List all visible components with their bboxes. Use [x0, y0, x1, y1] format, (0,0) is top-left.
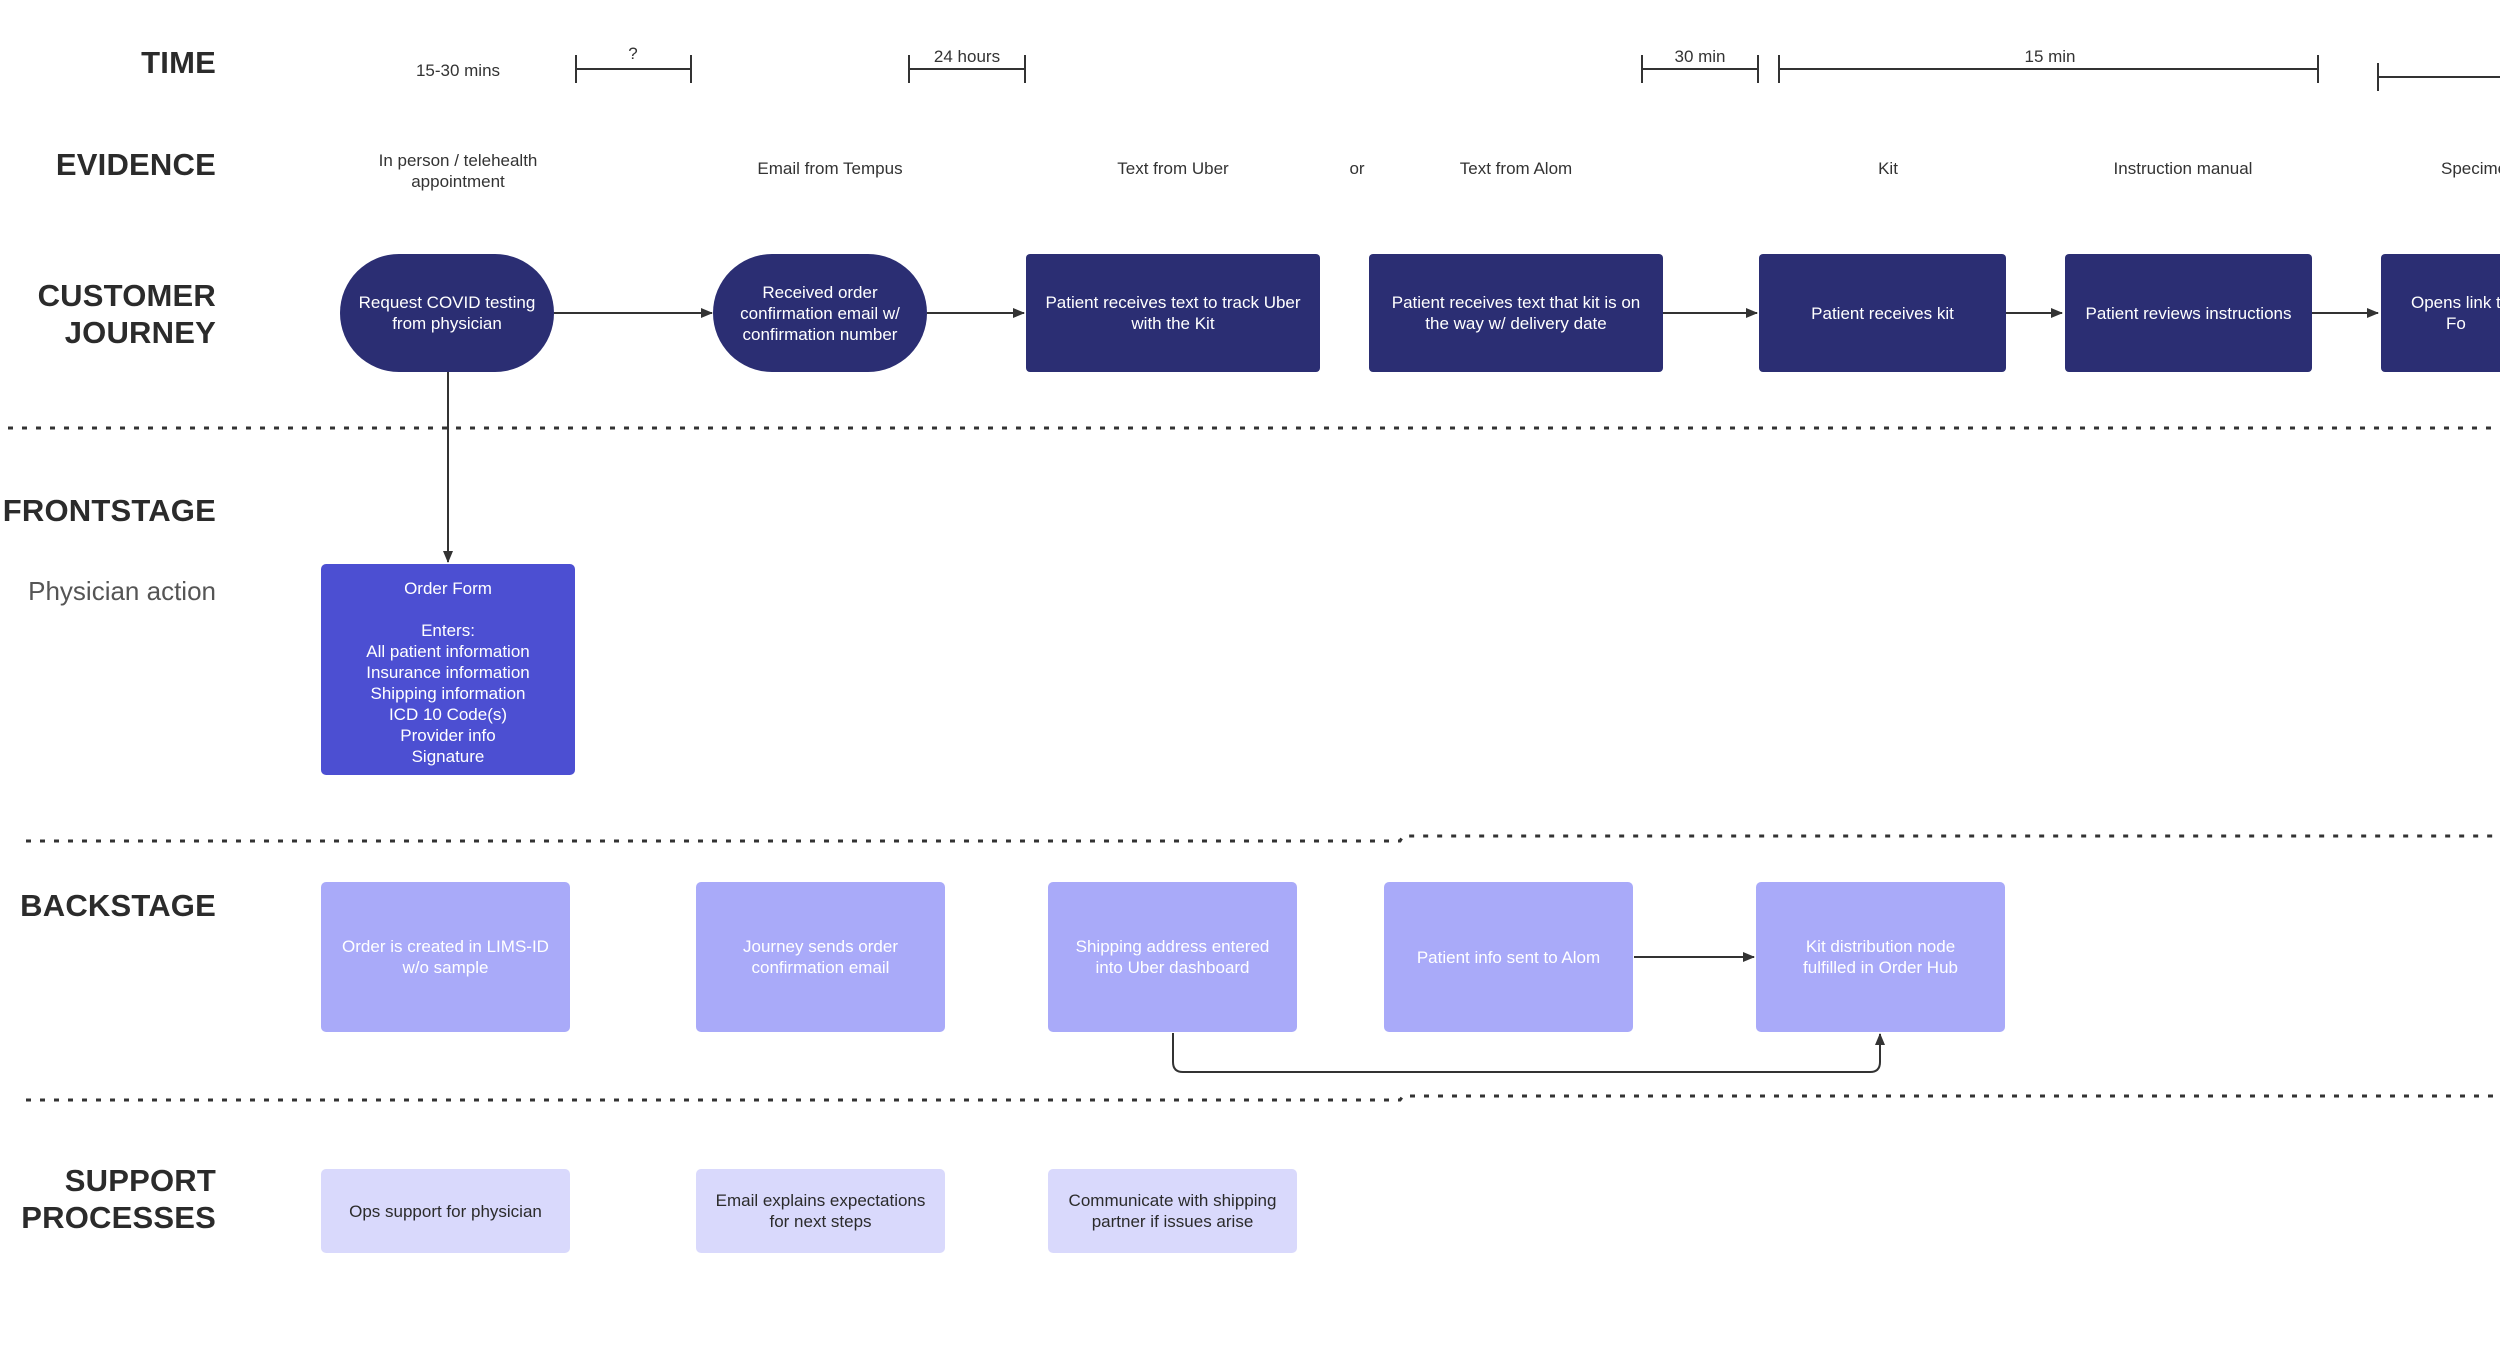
evidence-or: or: [1349, 159, 1365, 178]
backstage-order-created: Order is created in LIMS-ID w/o sample: [321, 882, 570, 1032]
backstage-info-to-alom: Patient info sent to Alom: [1384, 882, 1633, 1032]
row-label-time: TIME: [141, 45, 216, 80]
row-label-evidence: EVIDENCE: [55, 147, 216, 182]
divider-backstage-support: [26, 1094, 2500, 1102]
support-email-expectations: Email explains expectations for next ste…: [696, 1169, 945, 1253]
evidence-specimen: Specime: [2441, 159, 2500, 178]
journey-confirmation-email: Received order confirmation email w/ con…: [713, 254, 927, 372]
frontstage-order-form: Order Form Enters: All patient informati…: [321, 564, 575, 775]
time-label-5: 15 min: [2024, 47, 2076, 66]
backstage-sends-email: Journey sends order confirmation email: [696, 882, 945, 1032]
time-label-4: 30 min: [1674, 47, 1726, 66]
time-label-3: 24 hours: [933, 47, 1001, 66]
row-label-physician-action: Physician action: [28, 576, 216, 606]
journey-text-uber: Patient receives text to track Uber with…: [1026, 254, 1320, 372]
evidence-instruction-manual: Instruction manual: [2113, 159, 2253, 178]
evidence-appointment: In person / telehealth appointment: [378, 151, 538, 191]
journey-text-delivery: Patient receives text that kit is on the…: [1369, 254, 1663, 372]
time-bracket-3: [908, 55, 1026, 83]
time-bracket-5: [1778, 55, 2319, 83]
time-label-1: 15-30 mins: [415, 61, 501, 80]
row-label-frontstage: FRONTSTAGE: [2, 493, 216, 528]
row-label-support-processes: SUPPORT PROCESSES: [21, 1163, 216, 1235]
arrow-b3-b5: [1172, 1033, 1885, 1073]
evidence-text-alom: Text from Alom: [1459, 159, 1573, 178]
row-label-customer-journey: CUSTOMER JOURNEY: [37, 278, 216, 350]
journey-receives-kit: Patient receives kit: [1759, 254, 2006, 372]
time-label-2: ?: [628, 44, 638, 63]
evidence-kit: Kit: [1878, 159, 1898, 178]
backstage-uber-dashboard: Shipping address entered into Uber dashb…: [1048, 882, 1297, 1032]
divider-frontstage-backstage: [26, 834, 2500, 843]
evidence-email-tempus: Email from Tempus: [757, 159, 903, 178]
support-ops-physician: Ops support for physician: [321, 1169, 570, 1253]
evidence-text-uber: Text from Uber: [1117, 159, 1229, 178]
time-bracket-4: [1641, 55, 1759, 83]
backstage-order-hub: Kit distribution node fulfilled in Order…: [1756, 882, 2005, 1032]
journey-request-testing: Request COVID testing from physician: [340, 254, 554, 372]
journey-reviews-instructions: Patient reviews instructions: [2065, 254, 2312, 372]
row-label-backstage: BACKSTAGE: [20, 888, 216, 923]
time-bracket-6: [2377, 63, 2500, 91]
time-bracket-2: [575, 55, 692, 83]
journey-opens-link: Opens link t Fo: [2381, 254, 2500, 372]
support-shipping-partner: Communicate with shipping partner if iss…: [1048, 1169, 1297, 1253]
